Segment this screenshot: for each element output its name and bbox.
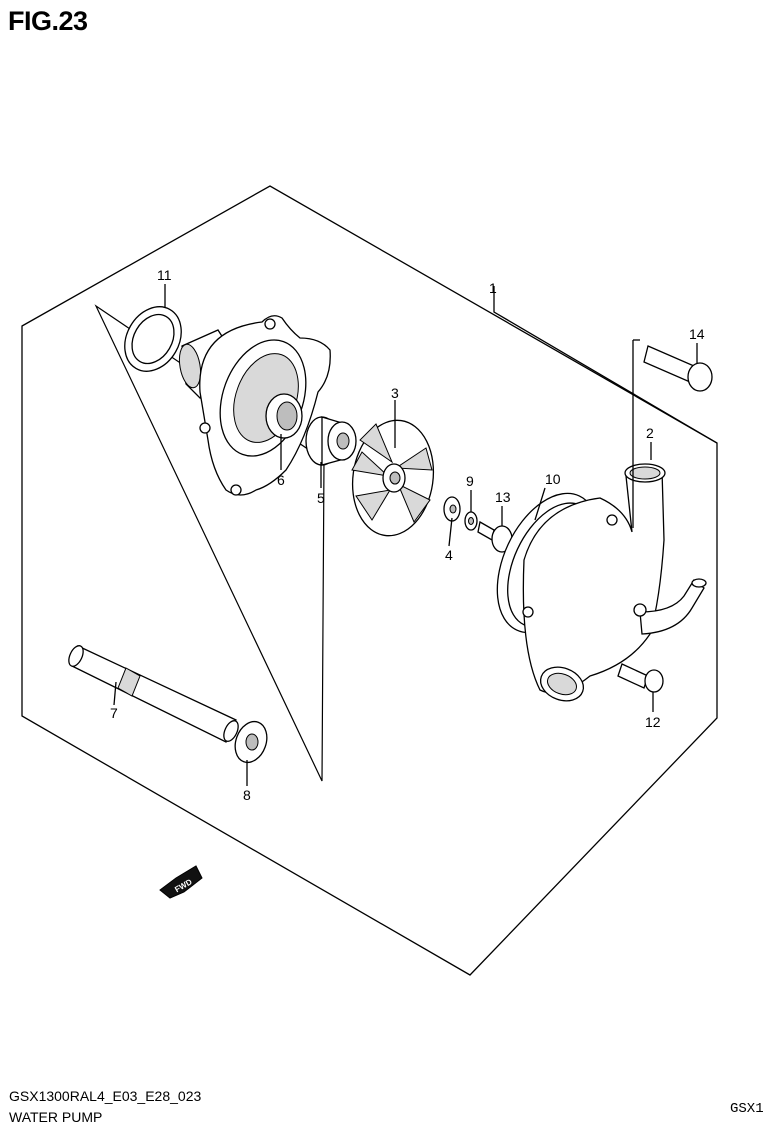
- leader-lines: [113, 284, 718, 786]
- callout-6: 6: [277, 472, 285, 488]
- figure-title: FIG.23: [8, 6, 88, 36]
- case-bolt-part-12: [617, 663, 664, 693]
- diagram-code: GSX1300RAL4_E03_E28_023: [9, 1088, 202, 1104]
- callout-3: 3: [391, 385, 399, 401]
- assembly-name: WATER PUMP: [9, 1109, 103, 1125]
- fwd-direction-arrow: FWD: [159, 865, 203, 899]
- callout-9: 9: [466, 473, 474, 489]
- callout-4: 4: [445, 547, 453, 563]
- model-tag: GSX1: [730, 1101, 764, 1117]
- callout-12: 12: [645, 714, 661, 730]
- mechanical-seal-part-5: [305, 416, 357, 466]
- pump-case-part-2: [522, 463, 707, 702]
- impeller-part-3: [351, 419, 435, 537]
- o-ring-part-11: [124, 306, 182, 372]
- callout-13: 13: [495, 489, 511, 505]
- seal-washer-part-9: [464, 511, 478, 531]
- callout-1: 1: [489, 280, 497, 296]
- flange-bolt-part-14: [643, 345, 713, 392]
- callout-2: 2: [646, 425, 654, 441]
- callout-10: 10: [545, 471, 561, 487]
- assembly-frame: [21, 185, 718, 976]
- washer-part-4: [443, 496, 461, 522]
- pump-cover-part-6: [178, 315, 331, 496]
- pump-shaft-part-7: [68, 645, 239, 743]
- callout-11: 11: [157, 267, 172, 283]
- callout-5: 5: [317, 490, 325, 506]
- callout-7: 7: [110, 705, 118, 721]
- callout-14: 14: [689, 326, 705, 342]
- callout-8: 8: [243, 787, 251, 803]
- shaft-washer-part-8: [234, 720, 268, 764]
